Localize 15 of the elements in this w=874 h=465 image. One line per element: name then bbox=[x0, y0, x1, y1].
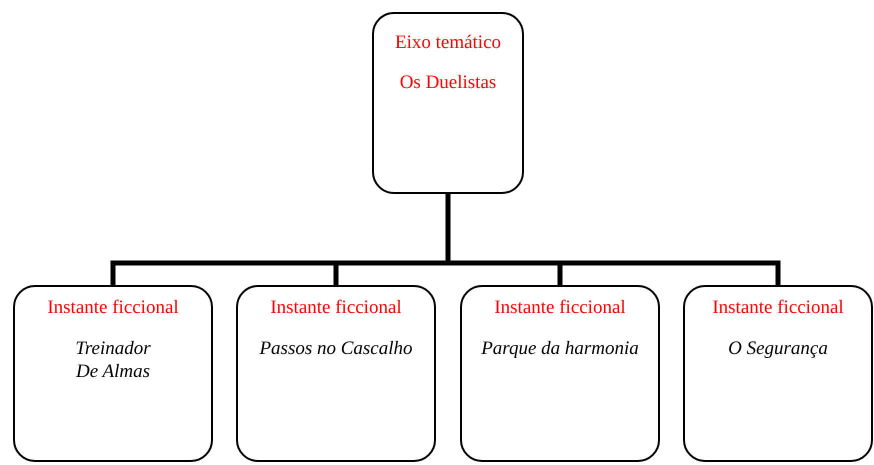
box-title: Os Duelistas bbox=[400, 72, 496, 95]
box-heading: Instante ficcional bbox=[47, 297, 179, 320]
rounded-box bbox=[683, 285, 873, 462]
box-title: Treinador De Almas bbox=[74, 338, 152, 384]
rounded-box bbox=[460, 285, 660, 462]
rounded-box bbox=[13, 285, 213, 462]
box-heading: Instante ficcional bbox=[270, 297, 402, 320]
box-title: Passos no Cascalho bbox=[259, 338, 413, 361]
box-heading: Instante ficcional bbox=[494, 297, 626, 320]
rounded-box bbox=[372, 12, 524, 194]
box-heading: Instante ficcional bbox=[712, 297, 844, 320]
rounded-box bbox=[236, 285, 436, 462]
box-heading: Eixo temático bbox=[394, 32, 502, 55]
box-title: O Segurança bbox=[728, 338, 828, 361]
box-title: Parque da harmonia bbox=[481, 338, 639, 361]
